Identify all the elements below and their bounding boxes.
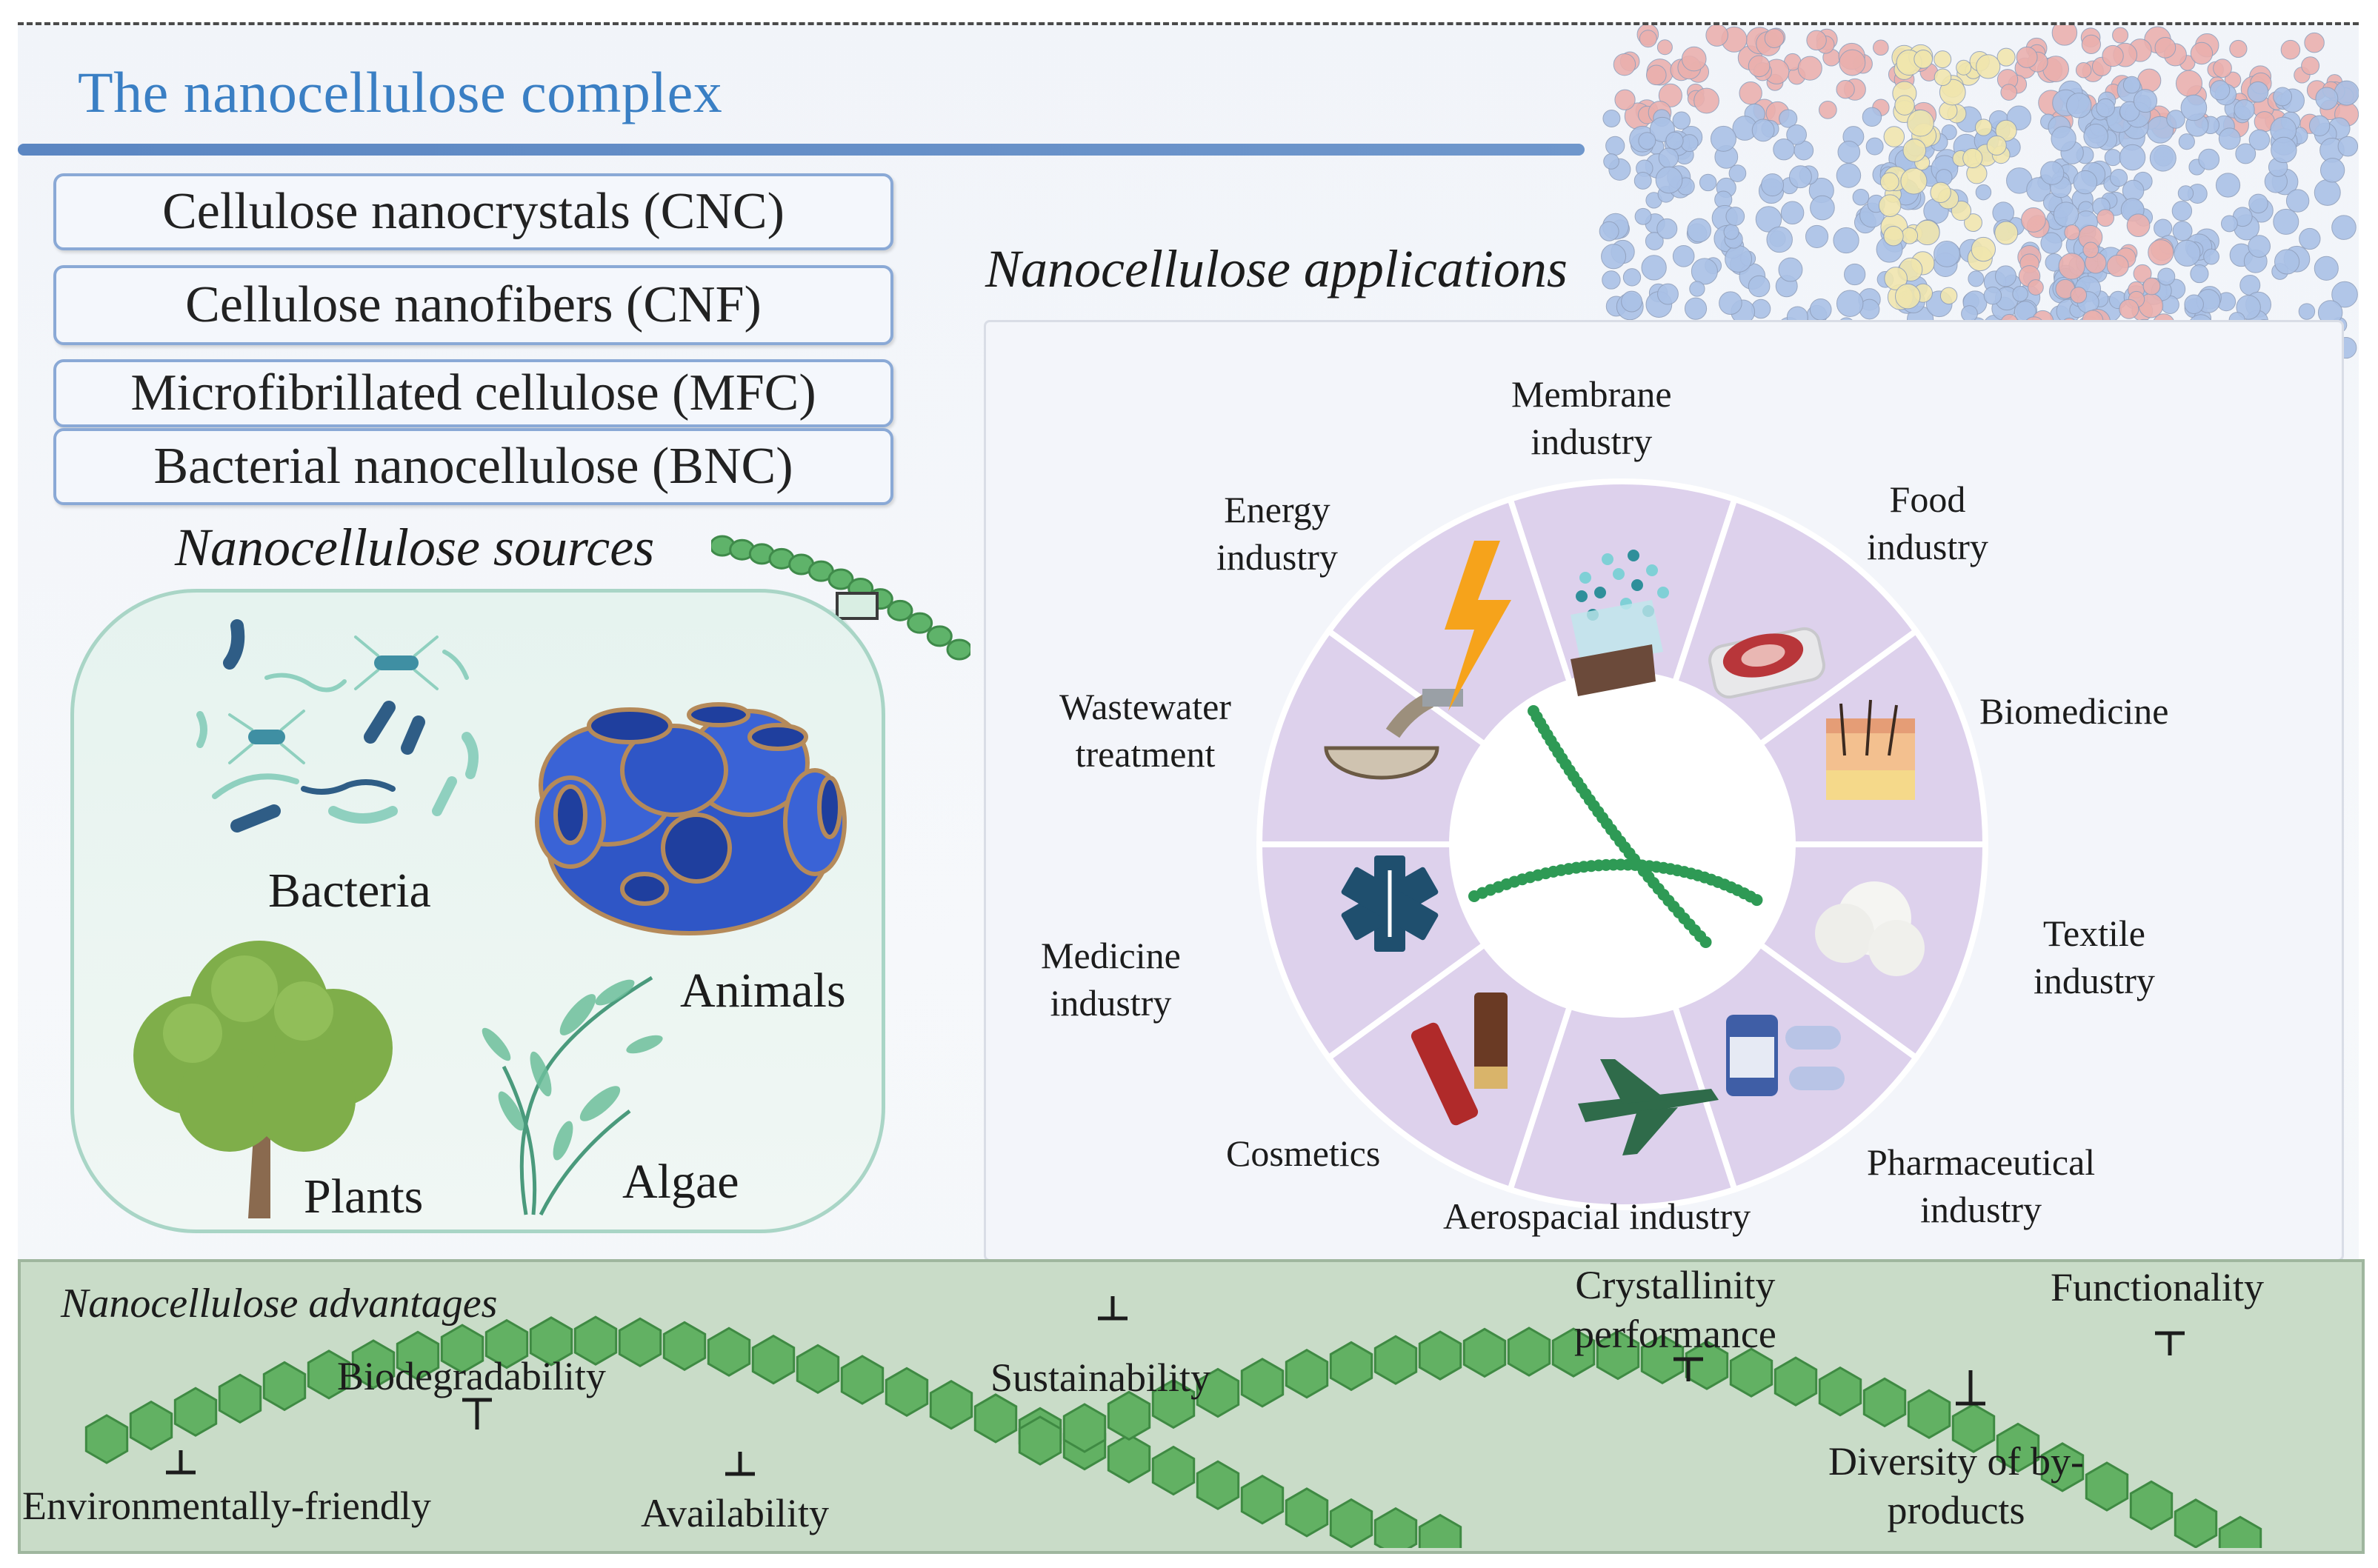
type-box-cnf: Cellulose nanofibers (CNF) (53, 265, 893, 345)
airplane-icon (1578, 1059, 1719, 1155)
type-box-cnc: Cellulose nanocrystals (CNC) (53, 173, 893, 250)
advantage-environmentally-friendly: Environmentally-friendly (22, 1484, 431, 1528)
pill-bottle-icon (1726, 1015, 1845, 1096)
advantage-sustainability: Sustainability (990, 1355, 1210, 1400)
source-label-algae: Algae (622, 1155, 739, 1209)
sponge-animal-icon (535, 702, 847, 935)
cosmetic-tube-icon (1411, 992, 1508, 1126)
medical-star-icon (1341, 855, 1439, 952)
source-label-bacteria: Bacteria (268, 864, 431, 918)
bacteria-icon (196, 619, 479, 833)
meat-tray-icon (1708, 627, 1825, 699)
lightning-icon (1445, 541, 1511, 711)
advantage-diversity-byproducts: Diversity of by-products (1828, 1439, 2084, 1532)
cotton-icon (1815, 881, 1925, 976)
advantages-chain (84, 1296, 2262, 1548)
source-label-plants: Plants (304, 1170, 424, 1224)
title-underline (18, 144, 1585, 156)
type-box-bnc: Bacterial nanocellulose (BNC) (53, 428, 893, 505)
app-label-biomedicine: Biomedicine (1979, 690, 2169, 732)
source-label-animals: Animals (680, 964, 846, 1018)
applications-heading: Nanocellulose applications (985, 239, 1568, 298)
tree-plant-icon (133, 941, 393, 1218)
advantage-biodegradability: Biodegradability (337, 1354, 606, 1398)
advantage-functionality: Functionality (2051, 1265, 2264, 1310)
skin-layers-icon (1826, 699, 1915, 800)
app-label-aerospacial: Aerospacial industry (1443, 1195, 1751, 1237)
type-box-mfc: Microfibrillated cellulose (MFC) (53, 359, 893, 427)
applications-wheel (1256, 478, 1989, 1210)
advantage-markers (166, 1296, 2185, 1476)
wastewater-icon (1324, 689, 1463, 780)
advantages-heading: Nanocellulose advantages (61, 1281, 498, 1327)
page-title: The nanocellulose complex (78, 60, 723, 124)
membrane-icon (1571, 550, 1669, 696)
sources-heading: Nanocellulose sources (175, 518, 655, 577)
algae-icon (482, 975, 663, 1216)
app-label-cosmetics: Cosmetics (1226, 1132, 1381, 1174)
advantage-availability: Availability (641, 1491, 829, 1535)
